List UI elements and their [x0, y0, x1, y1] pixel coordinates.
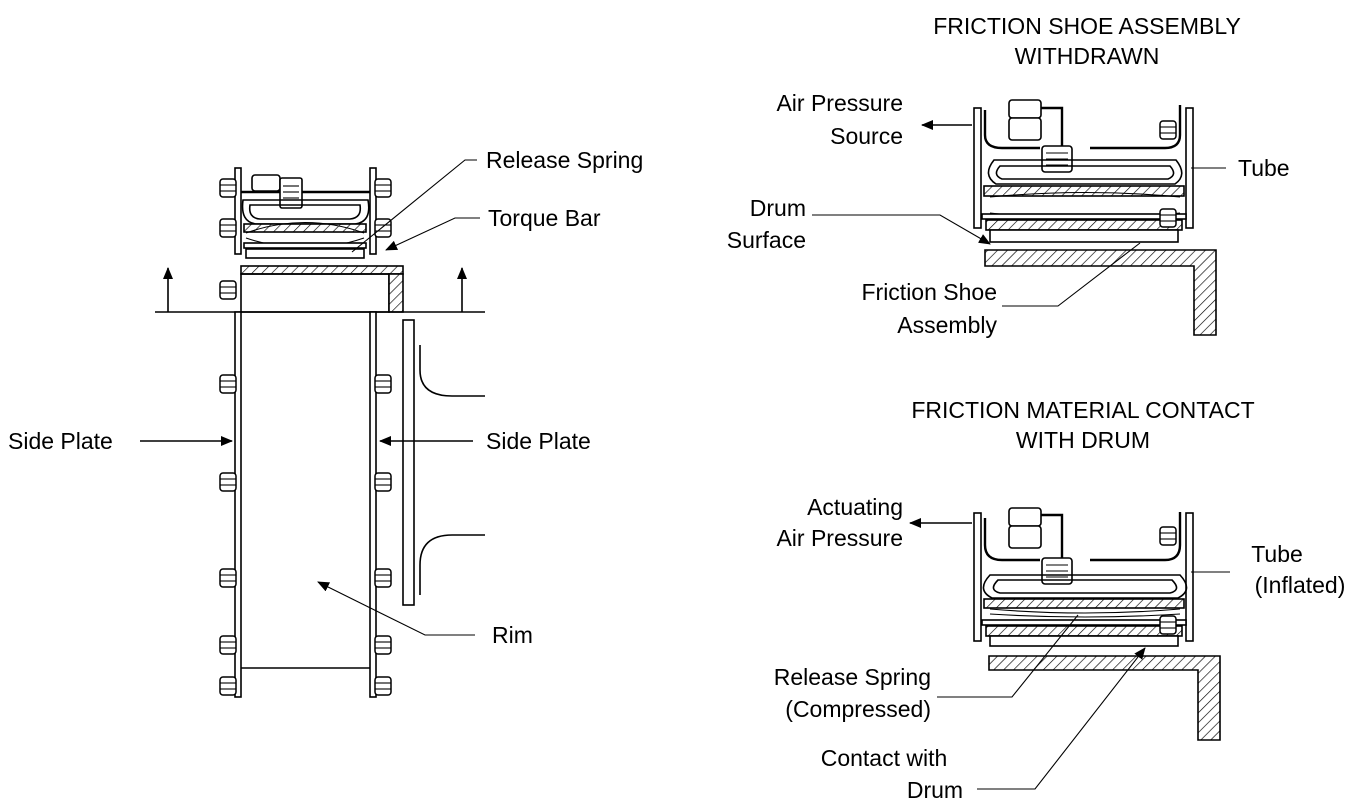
- contact-label-contact-1: Contact with: [821, 745, 948, 771]
- withdrawn-label-air-1: Air Pressure: [776, 90, 903, 116]
- housing-top: [219, 167, 392, 259]
- contact-drum: [988, 655, 1221, 741]
- withdrawn-label-air-2: Source: [830, 123, 903, 149]
- contact-label-spring-1: Release Spring: [774, 664, 931, 690]
- contact-shoe-assembly: [973, 507, 1194, 647]
- label-rim: Rim: [492, 622, 533, 648]
- contact-view: FRICTION MATERIAL CONTACT WITH DRUM: [774, 397, 1346, 803]
- withdrawn-view: FRICTION SHOE ASSEMBLY WITHDRAWN: [727, 13, 1290, 338]
- contact-label-contact-2: Drum: [907, 777, 963, 803]
- side-plate-left: [234, 311, 242, 698]
- withdrawn-label-shoe-1: Friction Shoe: [861, 279, 997, 305]
- withdrawn-shoe-assembly: [973, 99, 1194, 243]
- withdrawn-label-shoe-2: Assembly: [897, 312, 997, 338]
- contact-title-line1: FRICTION MATERIAL CONTACT: [911, 397, 1254, 423]
- side-plate-right: [369, 311, 377, 698]
- plate-bolts: [219, 280, 392, 696]
- label-release-spring: Release Spring: [486, 147, 643, 173]
- label-side-plate-right: Side Plate: [486, 428, 591, 454]
- contact-title-line2: WITH DRUM: [1016, 427, 1150, 453]
- withdrawn-label-drum-2: Surface: [727, 227, 806, 253]
- label-torque-bar: Torque Bar: [488, 205, 601, 231]
- withdrawn-drum: [984, 249, 1217, 336]
- contact-label-air-1: Actuating: [807, 494, 903, 520]
- contact-label-tube-2: (Inflated): [1255, 572, 1346, 598]
- withdrawn-title-line1: FRICTION SHOE ASSEMBLY: [933, 13, 1241, 39]
- withdrawn-label-tube: Tube: [1238, 155, 1290, 181]
- contact-label-spring-2: (Compressed): [785, 696, 931, 722]
- withdrawn-title-line2: WITHDRAWN: [1015, 43, 1160, 69]
- contact-label-air-2: Air Pressure: [776, 525, 903, 551]
- rim-plate: [402, 319, 415, 606]
- withdrawn-label-drum-1: Drum: [750, 195, 806, 221]
- label-side-plate-left: Side Plate: [8, 428, 113, 454]
- left-side-view: Release Spring Torque Bar Side Plate Sid…: [8, 147, 643, 698]
- contact-label-tube-1: Tube: [1251, 541, 1303, 567]
- torque-bar-hatch: [240, 265, 404, 275]
